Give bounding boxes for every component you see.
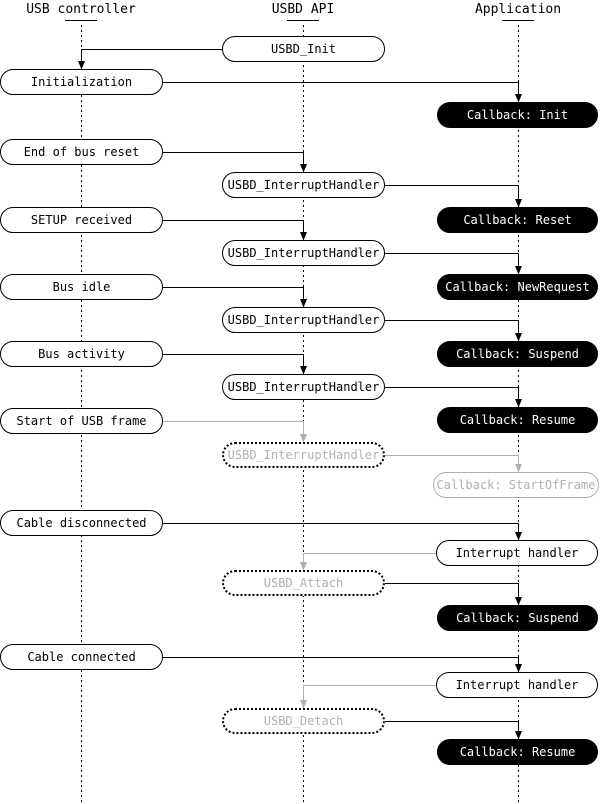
connector [385,253,519,274]
connector [385,320,519,341]
arrowhead-down [515,664,522,673]
node-interrupt-handler: Interrupt handler [436,540,598,566]
arrowhead-down [78,61,85,70]
connector [163,82,519,102]
column-header-usbd-api: USBD API [271,2,335,17]
node-start-of-usb-frame: Start of USB frame [0,408,163,434]
arrowhead-down [515,333,522,342]
arrowheads-active [78,61,522,740]
connector [163,220,304,240]
node-callback-suspend: Callback: Suspend [437,341,598,367]
arrowhead-down [515,199,522,208]
arrowheads-inactive [300,434,522,709]
node-interrupt-handler: Interrupt handler [436,672,598,698]
connector [163,421,304,442]
node-initialization: Initialization [0,69,163,95]
connector [163,354,304,374]
node-cable-disconnected: Cable disconnected [0,510,163,536]
node-cable-connected: Cable connected [0,644,163,670]
node-callback-resume: Callback: Resume [437,739,598,765]
arrowhead-down [300,232,307,241]
node-usbd-interrupthandler: USBD_InterruptHandler [222,374,385,400]
node-usbd-attach-inactive: USBD_Attach [222,570,385,596]
connector [385,721,519,739]
arrowhead-down [515,94,522,103]
connector [163,287,304,307]
node-callback-suspend: Callback: Suspend [437,605,598,631]
arrowhead-down [515,266,522,275]
arrowhead-down [515,532,522,541]
connector [163,523,519,540]
node-bus-idle: Bus idle [0,274,163,300]
node-end-of-bus-reset: End of bus reset [0,139,163,165]
node-usbd-interrupthandler-inactive: USBD_InterruptHandler [222,442,385,468]
arrowhead-down [515,597,522,606]
node-usbd-detach-inactive: USBD_Detach [222,708,385,734]
node-setup-received: SETUP received [0,207,163,233]
node-callback-newrequest: Callback: NewRequest [437,274,598,300]
node-usbd-interrupthandler: USBD_InterruptHandler [222,307,385,333]
arrowhead-down [300,366,307,375]
node-callback-init: Callback: Init [437,102,598,128]
arrowhead-down [515,731,522,740]
connector [385,185,519,207]
connector [303,685,436,708]
connector [163,657,519,672]
node-callback-reset: Callback: Reset [437,207,598,233]
node-callback-startofframe-inactive: Callback: StartOfFrame [433,472,599,498]
arrowhead-down [515,464,522,473]
node-callback-resume: Callback: Resume [437,407,598,433]
column-header-application: Application [474,2,562,17]
node-bus-activity: Bus activity [0,341,163,367]
arrowhead-down [300,164,307,173]
connector [385,455,519,472]
connector [303,553,436,570]
connector [81,49,222,69]
column-header-usb-controller: USB controller [26,2,136,17]
arrowhead-down [515,399,522,408]
connector [385,387,519,407]
connector [163,152,304,172]
arrowhead-down [300,562,307,571]
node-usbd-interrupthandler: USBD_InterruptHandler [222,172,385,198]
arrowhead-down [300,700,307,709]
node-usbd-init: USBD_Init [222,36,385,62]
arrowhead-down [300,299,307,308]
node-usbd-interrupthandler: USBD_InterruptHandler [222,240,385,266]
arrowhead-down [300,434,307,443]
connector [385,583,519,605]
